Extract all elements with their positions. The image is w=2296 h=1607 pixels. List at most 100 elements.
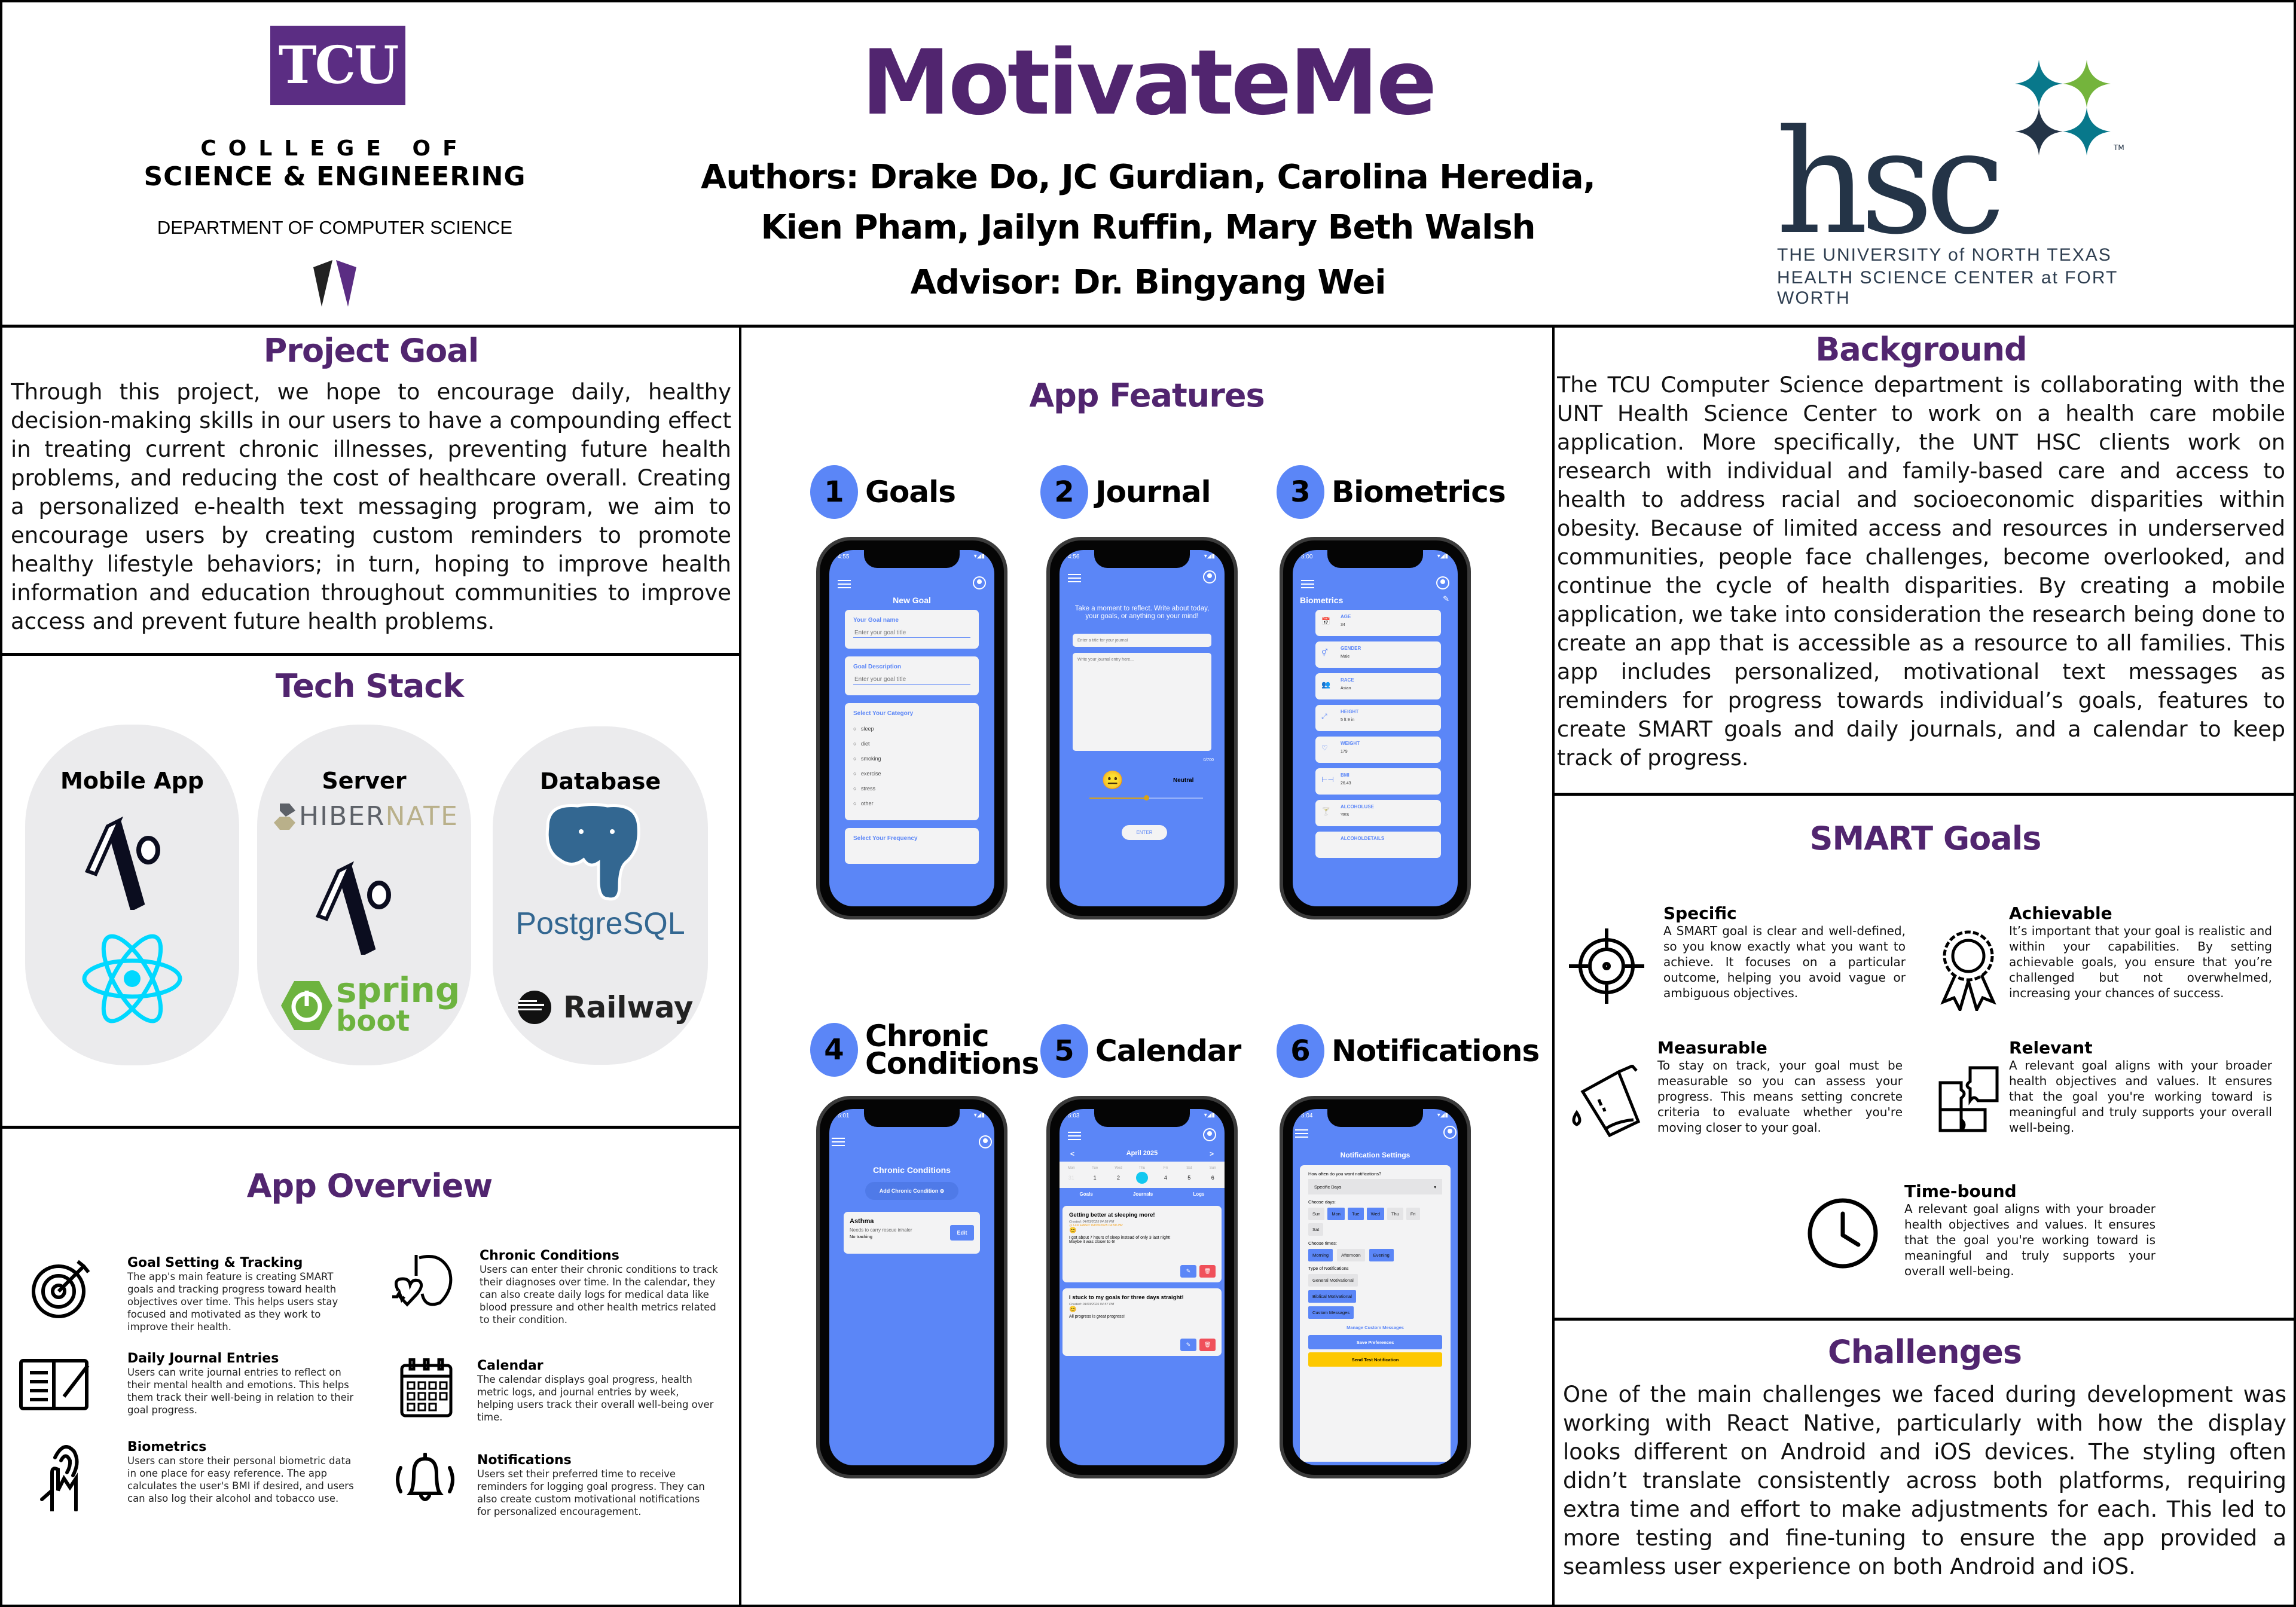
manage-custom-messages-link[interactable]: Manage Custom Messages: [1347, 1325, 1404, 1330]
goal-name-input[interactable]: [853, 628, 970, 638]
react-logo-icon: [82, 934, 182, 1024]
hamburger-menu-icon[interactable]: [1295, 1129, 1308, 1138]
goal-description-input[interactable]: [853, 675, 970, 685]
option-chip[interactable]: Afternoon: [1337, 1249, 1365, 1261]
entry-edited-text: Last Edited: 04/03/2025 04:58 PM: [1073, 1224, 1123, 1227]
journal-entry-textarea[interactable]: [1073, 653, 1211, 751]
frequency-question: How often do you want notifications?: [1308, 1171, 1382, 1177]
category-radio-list: ○ sleep ○ diet ○ smoking ○ exercise ○ st…: [853, 722, 970, 811]
frequency-dropdown[interactable]: Specific Days▾: [1308, 1179, 1442, 1194]
chronic-screen: 5:01 ▾◢▮ Chronic Conditions Add Chronic …: [829, 1109, 994, 1465]
tab-goals[interactable]: Goals: [1079, 1191, 1093, 1197]
goals-phone-mockup: 4:55 ▾◢▮ New Goal Your Goal name Goal De…: [816, 537, 1007, 919]
option-chip[interactable]: General Motivational: [1308, 1274, 1358, 1287]
background-section: Background The TCU Computer Science depa…: [1557, 331, 2285, 791]
biometric-value: 26.43: [1341, 781, 1351, 786]
category-option[interactable]: ○ diet: [853, 737, 970, 751]
enter-button[interactable]: ENTER: [1122, 825, 1167, 840]
hamburger-menu-icon[interactable]: [832, 1138, 845, 1146]
smart-item-title: Time-bound: [1904, 1181, 2017, 1201]
screen-title: New Goal: [893, 595, 931, 605]
app-overview-heading: App Overview: [246, 1167, 493, 1205]
overview-item-title: Chronic Conditions: [480, 1248, 619, 1263]
option-chip[interactable]: Tue: [1347, 1208, 1364, 1220]
biometric-row: ALCOHOLDETAILS: [1315, 832, 1441, 858]
next-month-button[interactable]: >: [1209, 1150, 1214, 1158]
option-chip[interactable]: Fri: [1406, 1208, 1420, 1220]
option-chip[interactable]: Mon: [1327, 1208, 1345, 1220]
smart-item-desc: To stay on track, your goal must be meas…: [1657, 1058, 1903, 1135]
option-chip[interactable]: Evening: [1369, 1249, 1394, 1261]
mood-slider[interactable]: [1089, 795, 1203, 801]
field-label: Goal Description: [853, 664, 902, 670]
tab-logs[interactable]: Logs: [1193, 1191, 1205, 1197]
entry-body: I got about 7 hours of sleep instead of …: [1069, 1236, 1171, 1244]
hamburger-menu-icon[interactable]: [1068, 574, 1081, 582]
option-chip[interactable]: Wed: [1366, 1208, 1384, 1220]
challenges-section: Challenges One of the main challenges we…: [1563, 1322, 2286, 1603]
profile-icon[interactable]: [1436, 576, 1449, 589]
profile-icon[interactable]: [1203, 570, 1216, 583]
hamburger-menu-icon[interactable]: [1301, 580, 1314, 588]
send-test-notification-button[interactable]: Send Test Notification: [1308, 1352, 1442, 1367]
category-option[interactable]: ○ exercise: [853, 766, 970, 781]
tab-journals[interactable]: Journals: [1132, 1191, 1153, 1197]
profile-icon[interactable]: [1203, 1128, 1216, 1141]
add-chronic-condition-button[interactable]: Add Chronic Condition ⊕: [865, 1182, 958, 1200]
hibernate-logo-icon: [274, 803, 295, 830]
app-features-heading: App Features: [1029, 377, 1265, 414]
category-option[interactable]: ○ smoking: [853, 751, 970, 766]
category-option[interactable]: ○ stress: [853, 781, 970, 796]
biometric-label: ALCOHOLDETAILS: [1341, 836, 1385, 841]
hamburger-menu-icon[interactable]: [1068, 1132, 1081, 1140]
edit-entry-icon[interactable]: ✎: [1180, 1339, 1196, 1351]
feature-label: Journal: [1095, 475, 1211, 509]
save-preferences-button[interactable]: Save Preferences: [1308, 1335, 1442, 1349]
smart-item-title: Relevant: [2009, 1038, 2093, 1058]
left-column-divider: [739, 325, 741, 1607]
status-time: 5:01: [838, 1113, 850, 1119]
crosshair-target-icon: [1569, 928, 1644, 1004]
screen-title: Biometrics: [1300, 595, 1344, 605]
option-chip[interactable]: Sat: [1308, 1223, 1324, 1236]
category-option[interactable]: ○ other: [853, 796, 970, 811]
radio-icon: ○: [853, 756, 857, 762]
entry-created: Created: 04/03/2025 04:57 PM: [1069, 1303, 1115, 1306]
mood-slider-thumb[interactable]: [1144, 795, 1149, 801]
frequency-value: Specific Days: [1314, 1184, 1342, 1190]
option-chip[interactable]: Morning: [1308, 1249, 1333, 1261]
option-chip[interactable]: Sun: [1308, 1208, 1325, 1220]
status-icons: ▾◢▮: [973, 1112, 985, 1119]
tech-column-database: Database PostgreSQL Railway: [493, 726, 708, 1065]
edit-condition-button[interactable]: Edit: [950, 1225, 974, 1241]
journal-phone-mockup: 4:56 ▾◢▮ Take a moment to reflect. Write…: [1046, 537, 1238, 919]
prev-month-button[interactable]: <: [1070, 1150, 1075, 1158]
profile-icon[interactable]: [973, 576, 986, 589]
profile-icon[interactable]: [979, 1135, 992, 1148]
option-chip[interactable]: Custom Messages: [1308, 1306, 1354, 1319]
month-label: April 2025: [1126, 1150, 1158, 1157]
smart-item-desc: A relevant goal aligns with your broader…: [1904, 1202, 2155, 1278]
category-option[interactable]: ○ sleep: [853, 722, 970, 737]
journal-title-input[interactable]: [1073, 634, 1211, 647]
option-chip[interactable]: Biblical Motivational: [1308, 1290, 1356, 1303]
edit-pencil-icon[interactable]: ✎: [1443, 594, 1449, 603]
delete-entry-icon[interactable]: 🗑: [1199, 1265, 1216, 1278]
entry-emoji: 😊: [1069, 1306, 1077, 1313]
entry-actions: ✎ 🗑: [1180, 1339, 1216, 1351]
edit-entry-icon[interactable]: ✎: [1180, 1265, 1196, 1278]
goal-description-card: Goal Description: [845, 656, 979, 695]
day-number: 1: [1093, 1174, 1097, 1181]
profile-icon[interactable]: [1443, 1126, 1457, 1139]
delete-entry-icon[interactable]: 🗑: [1199, 1339, 1216, 1351]
option-chip[interactable]: Thu: [1387, 1208, 1403, 1220]
hamburger-menu-icon[interactable]: [838, 580, 851, 588]
